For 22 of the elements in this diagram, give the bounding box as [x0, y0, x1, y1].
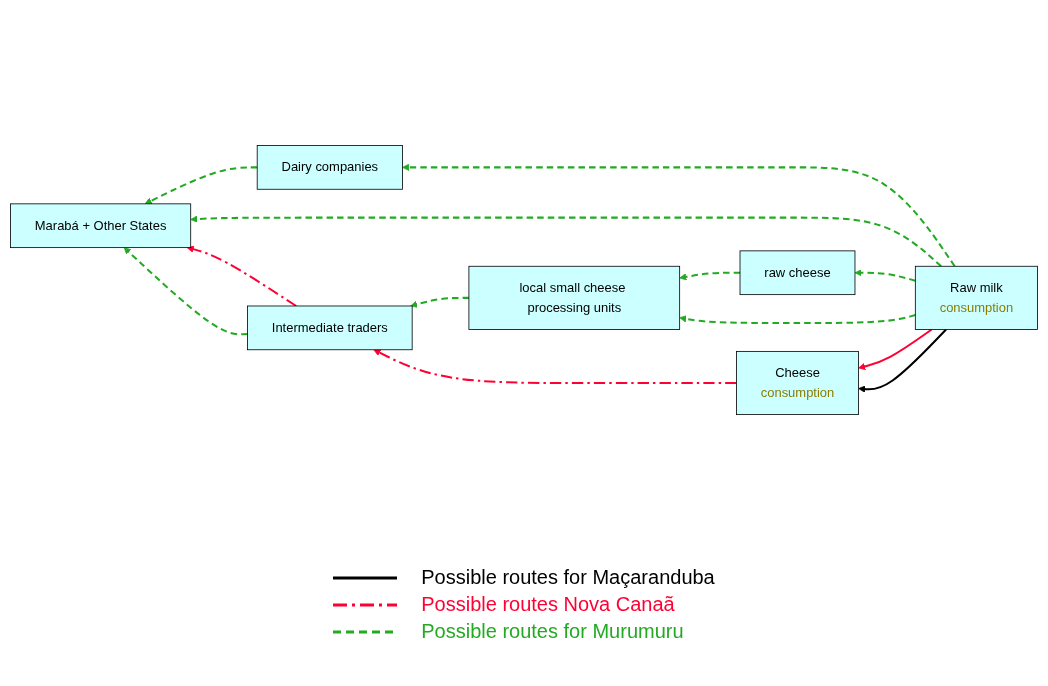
- arrow: [402, 163, 956, 267]
- arrow: [123, 247, 248, 336]
- node-box: local small cheese processing units: [468, 265, 681, 330]
- arrow: [410, 296, 469, 308]
- arrow: [858, 328, 933, 370]
- arrow: [679, 314, 916, 324]
- node-box: Dairy companies: [256, 145, 403, 190]
- node-box: Intermediate traders: [247, 305, 413, 351]
- node-box: Raw milk consumption: [914, 265, 1038, 330]
- node-box: Cheese consumption: [736, 350, 859, 415]
- arrow: [144, 166, 258, 205]
- node-box: raw cheese: [739, 250, 856, 295]
- arrow: [858, 328, 947, 393]
- arrow: [190, 215, 942, 267]
- arrow: [186, 245, 297, 307]
- node-box: Marabá + Other States: [10, 203, 192, 248]
- legend-text: Possible routes for Maçaranduba: [421, 566, 715, 589]
- arrow: [373, 349, 737, 384]
- arrow: [854, 269, 916, 282]
- legend-text: Possible routes Nova Canaã: [421, 593, 675, 616]
- arrow: [679, 271, 740, 281]
- legend-text: Possible routes for Murumuru: [421, 620, 684, 643]
